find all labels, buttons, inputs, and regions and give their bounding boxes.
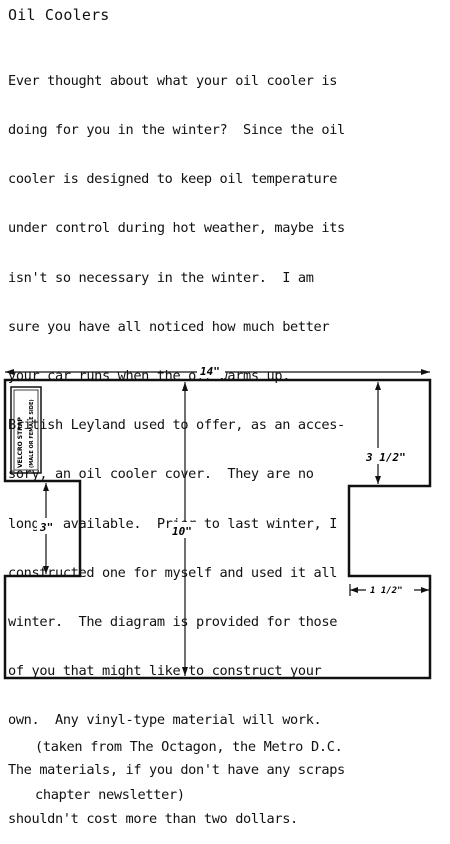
body-line: under control during hot weather, maybe … <box>8 220 345 237</box>
height-label: 10" <box>172 525 192 538</box>
article-title: Oil Coolers <box>8 6 110 24</box>
body-line: isn't so necessary in the winter. I am <box>8 269 314 286</box>
left-notch-label: 3" <box>39 521 53 534</box>
body-line: of you that might like to construct your <box>8 663 322 680</box>
height-arrow-top <box>182 382 188 391</box>
source-caption: (taken from The Octagon, the Metro D.C. … <box>35 707 343 819</box>
body-line: cooler is designed to keep oil temperatu… <box>8 171 338 188</box>
right-notch-label: 3 1/2" <box>365 451 406 464</box>
width-arrow-right <box>421 369 430 375</box>
body-line: sory, an oil cooler cover. They are no <box>8 466 314 483</box>
right-width-label: 1 1/2" <box>370 586 403 596</box>
body-line: own. Any vinyl-type material will work. <box>8 712 322 729</box>
width-label: 14" <box>200 365 220 378</box>
body-line: sure you have all noticed how much bette… <box>8 318 330 335</box>
caption-line: chapter newsletter) <box>35 787 185 803</box>
body-line: Ever thought about what your oil cooler … <box>8 72 338 89</box>
caption-line: (taken from The Octagon, the Metro D.C. <box>35 739 343 755</box>
strap-label-1: VELCRO STRAP <box>17 417 24 468</box>
cover-outline <box>3 378 432 680</box>
width-arrow-left <box>5 369 14 375</box>
height-arrow-bottom <box>182 667 188 676</box>
strap-label-2: (MALE OR FEMALE SIDE) <box>29 399 35 468</box>
velcro-strap-box <box>10 386 42 474</box>
body-line: British Leyland used to offer, as an acc… <box>8 417 345 434</box>
oil-cooler-cover-diagram: 14" VELCRO STRAP (MALE OR FEMALE SIDE) 1… <box>3 364 432 680</box>
body-line: doing for you in the winter? Since the o… <box>8 122 345 139</box>
